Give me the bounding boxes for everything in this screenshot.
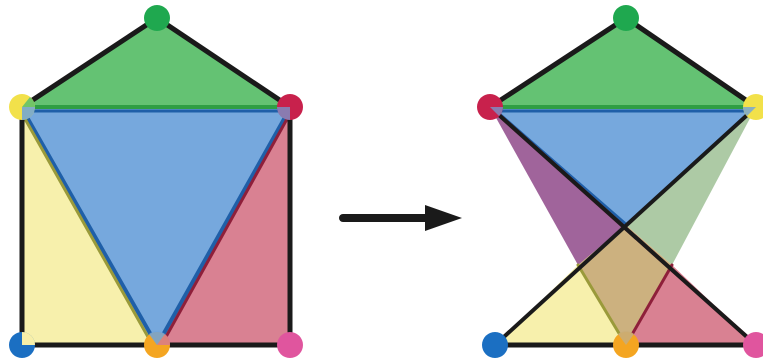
right-edge-tan-left: [576, 263, 628, 347]
left-vertex-pink: [277, 332, 303, 358]
left-vertex-green: [144, 5, 170, 31]
right-red-face: [626, 265, 756, 345]
right-sage-face: [626, 107, 756, 265]
left-edge-yellow-diag: [18, 108, 154, 346]
left-green-face: [22, 18, 290, 107]
left-graph: [9, 5, 303, 358]
left-edge-blue-right: [157, 110, 290, 344]
left-vertex-yellow: [9, 94, 35, 120]
transform-arrow: [339, 205, 462, 231]
right-vertex-yellow: [743, 94, 763, 120]
left-edge-blue-left: [22, 110, 157, 344]
right-vertex-orange: [613, 331, 639, 358]
right-graph: [477, 5, 763, 358]
right-tan-face: [578, 225, 672, 345]
right-green-face: [490, 18, 756, 107]
left-blue-face: [22, 107, 290, 345]
right-edge-tan-right: [624, 263, 674, 347]
left-vertex-crimson: [277, 94, 303, 120]
right-outline-cross-b: [493, 105, 758, 347]
right-vertex-pink: [743, 332, 763, 358]
left-vertex-blue: [9, 332, 35, 358]
left-vertex-orange: [144, 331, 171, 358]
right-purple-face: [490, 107, 626, 265]
arrow-head: [425, 205, 462, 231]
left-edge-red-diag: [160, 108, 294, 346]
right-blue-face: [490, 107, 756, 225]
right-vertex-blue: [482, 332, 508, 358]
right-yellow-face: [495, 265, 626, 345]
right-vertex-crimson: [477, 94, 503, 120]
right-vertex-green: [613, 5, 639, 31]
